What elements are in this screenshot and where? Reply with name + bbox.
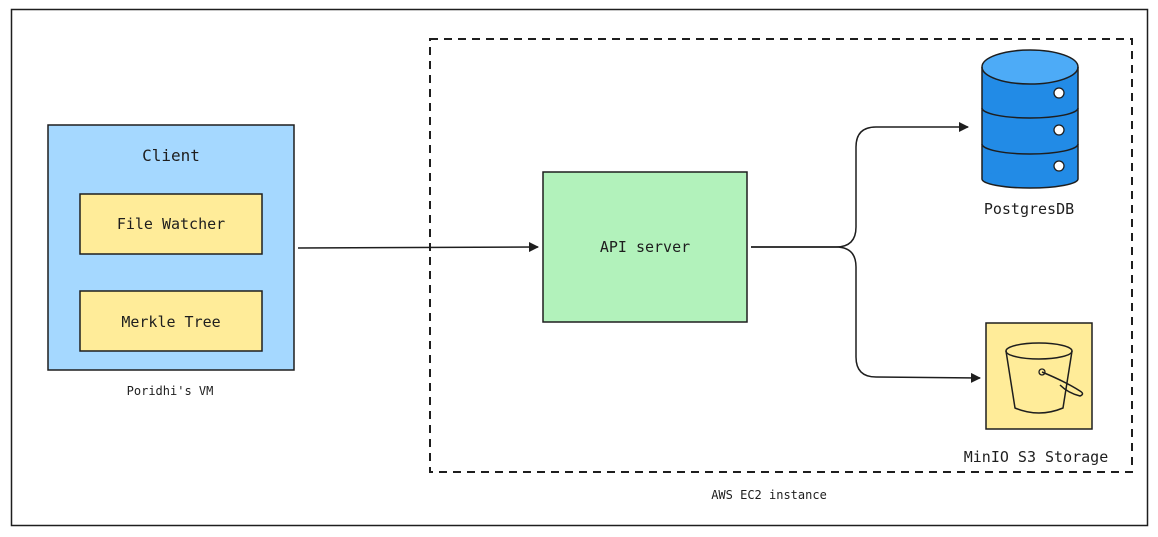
api-server-box — [542, 171, 748, 323]
file-watcher-box — [79, 193, 263, 255]
api-server-group: API server — [542, 171, 748, 323]
file-watcher-label: File Watcher — [117, 215, 225, 233]
client-title: Client — [142, 146, 200, 165]
ec2-instance-group: AWS EC2 instance — [429, 38, 1133, 502]
arrow-client-to-api — [297, 242, 539, 253]
api-server-label: API server — [600, 238, 690, 256]
merkle-tree-label: Merkle Tree — [121, 313, 220, 331]
storage-bucket-icon — [985, 322, 1093, 430]
arrow-api-to-storage — [751, 246, 981, 383]
storage-label: MinIO S3 Storage — [964, 448, 1109, 466]
ec2-caption: AWS EC2 instance — [711, 488, 827, 502]
database-icon — [981, 49, 1079, 189]
client-caption: Poridhi's VM — [127, 384, 214, 398]
arrow-api-to-db — [751, 122, 969, 248]
client-group: Client File Watcher Merkle Tree Poridhi'… — [47, 124, 295, 398]
database-label: PostgresDB — [984, 200, 1074, 218]
ec2-boundary — [429, 38, 1133, 473]
merkle-tree-box — [79, 290, 263, 352]
